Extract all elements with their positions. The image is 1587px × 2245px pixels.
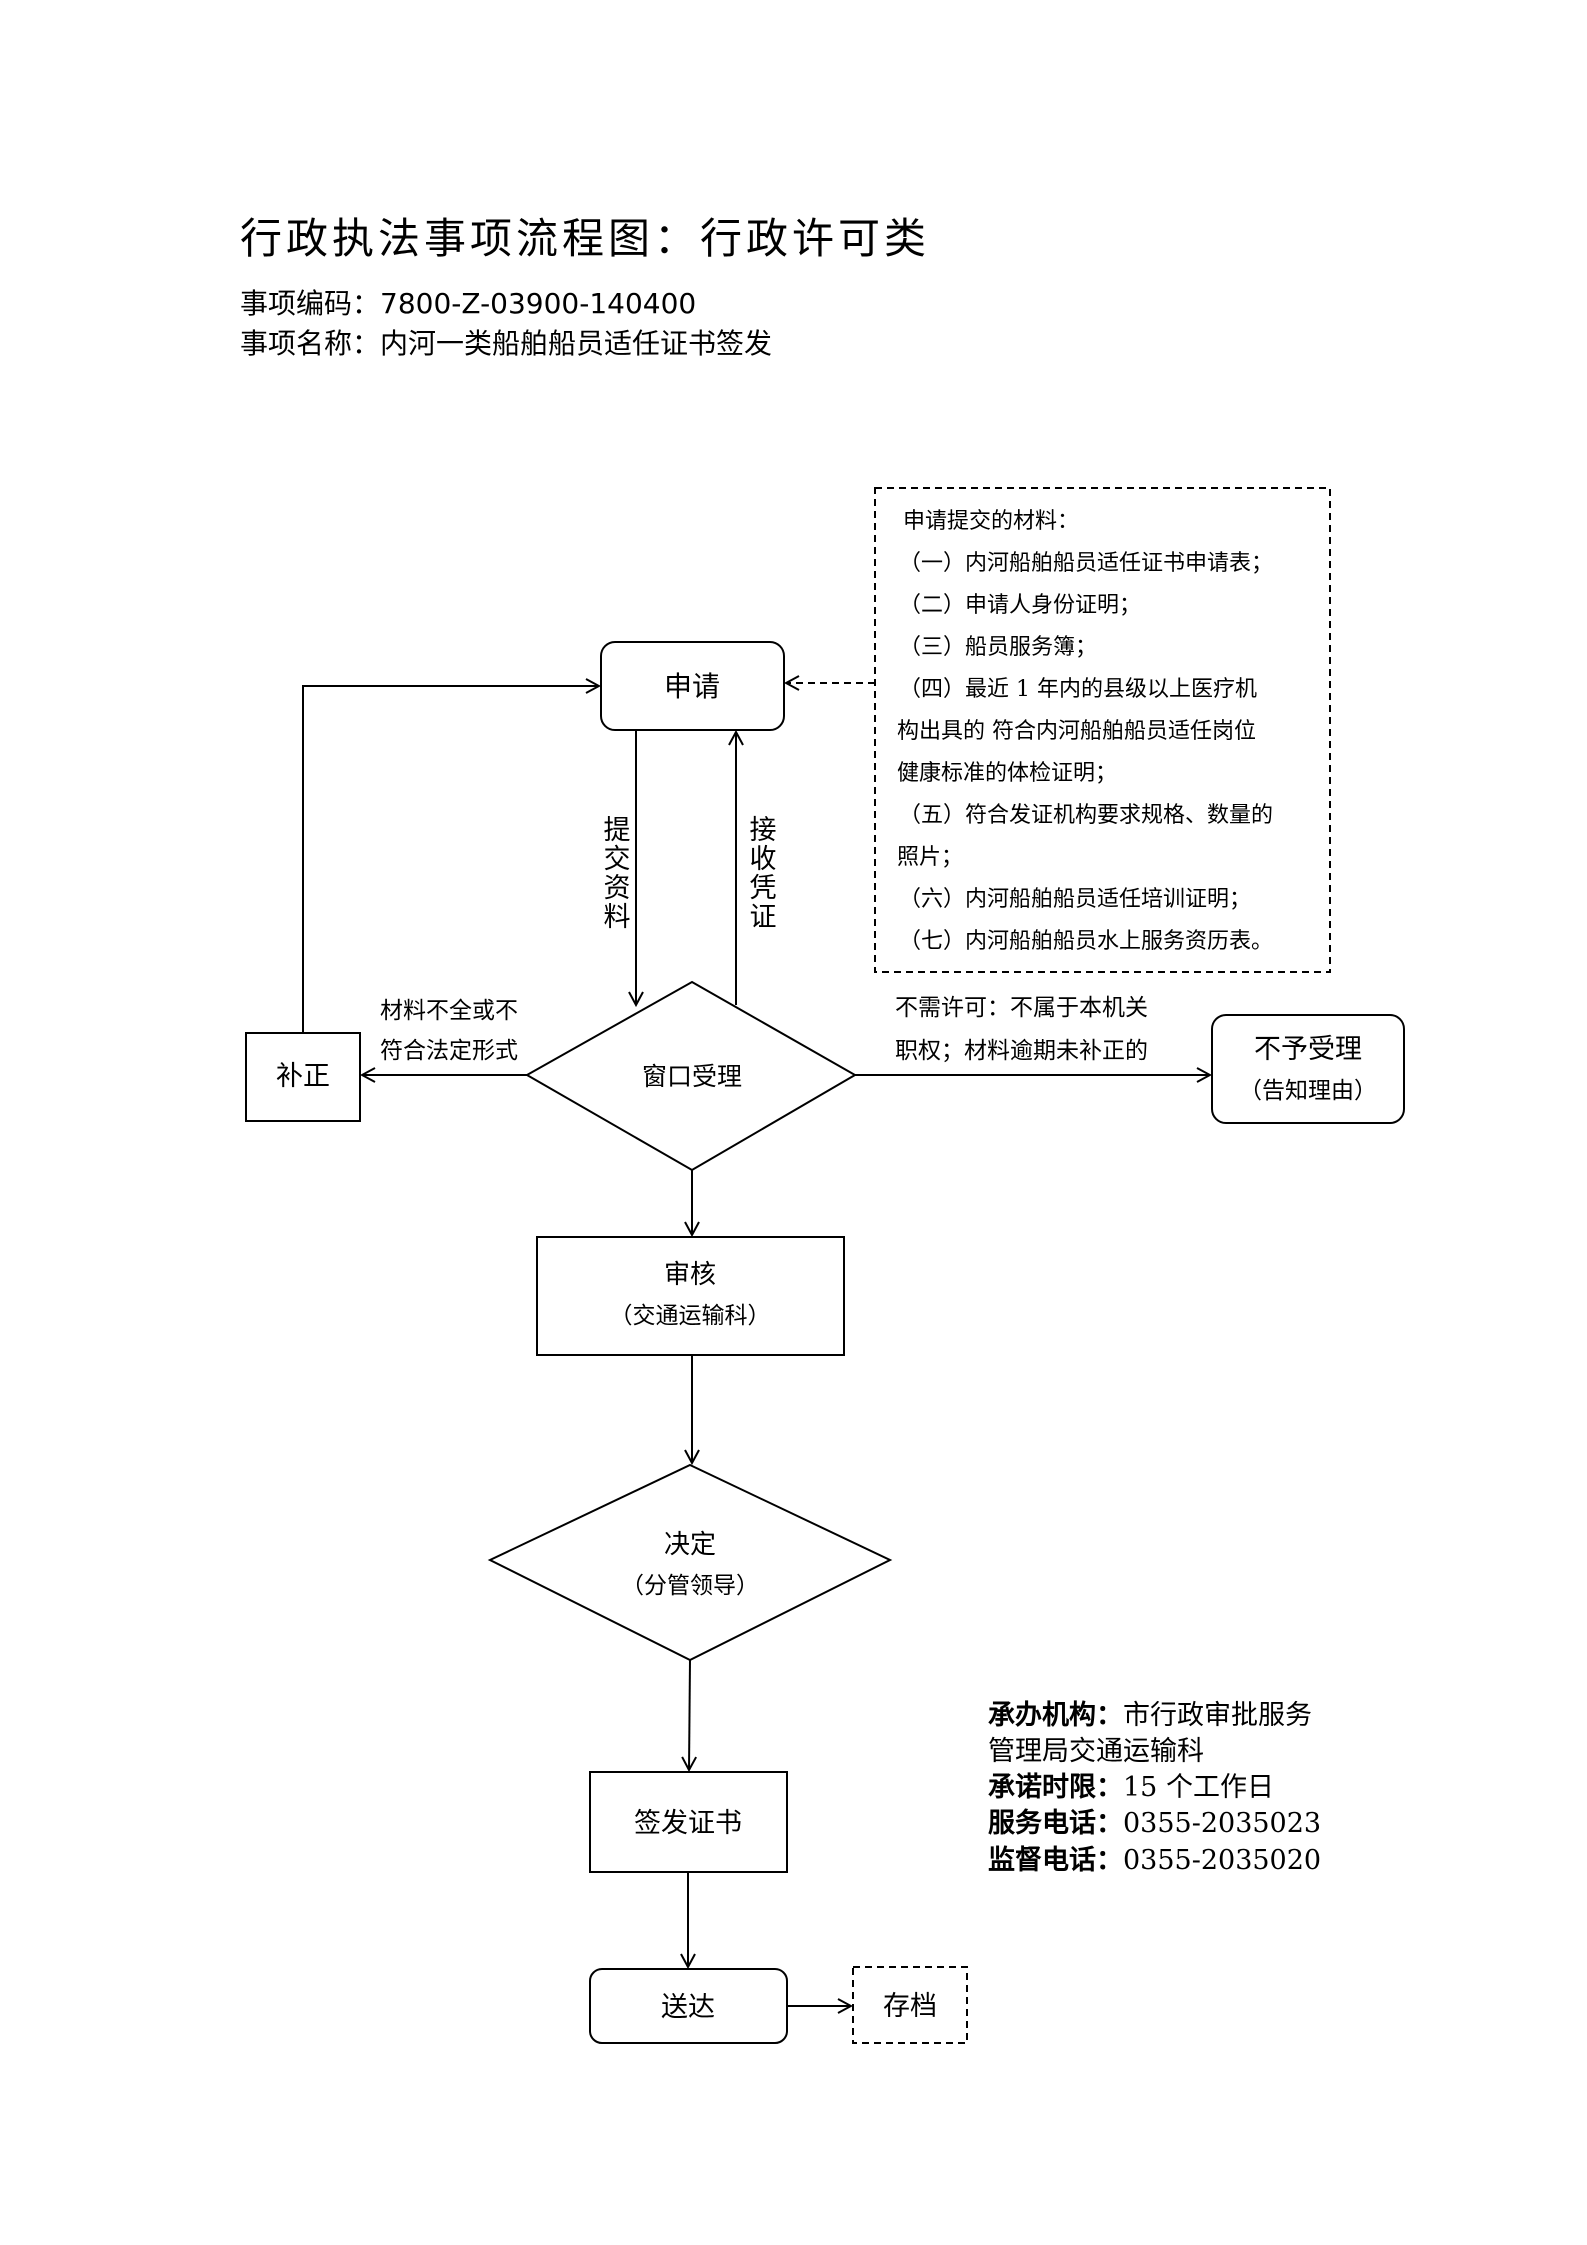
reject-label-1: 不需许可：不属于本机关 — [895, 995, 1148, 1021]
decision-label: 决定 — [664, 1530, 716, 1560]
materials-line-7: （五）符合发证机构要求规格、数量的 — [899, 803, 1273, 828]
not-accepted-label: 不予受理 — [1254, 1034, 1362, 1065]
materials-line-4: （四）最近 1 年内的县级以上医疗机 — [899, 677, 1257, 702]
info-service-value: 0355-2035023 — [1123, 1808, 1322, 1839]
info-service: 服务电话：0355-2035023 — [988, 1801, 1321, 1840]
issue-node — [589, 1771, 788, 1873]
apply-label: 申请 — [664, 670, 720, 703]
review-node — [536, 1236, 845, 1356]
review-label: 审核 — [664, 1260, 716, 1290]
materials-line-6: 健康标准的体检证明； — [897, 761, 1117, 786]
materials-line-9: （六）内河船舶船员适任培训证明； — [899, 887, 1251, 912]
materials-line-1: （一）内河船舶船员适任证书申请表； — [899, 551, 1273, 576]
reject-label-2: 职权；材料逾期未补正的 — [895, 1038, 1148, 1064]
materials-line-3: （三）船员服务簿； — [899, 635, 1097, 660]
supplement-label: 补正 — [276, 1061, 330, 1092]
decision-by: （分管领导） — [621, 1573, 759, 1599]
info-limit-label: 承诺时限： — [988, 1772, 1123, 1803]
supplement-node — [245, 1032, 361, 1122]
review-dept: （交通运输科） — [610, 1303, 771, 1329]
item-name-value: 内河一类船舶船员适任证书签发 — [380, 327, 773, 360]
materials-line-10: （七）内河船舶船员水上服务资历表。 — [899, 929, 1273, 954]
info-org-label: 承办机构： — [988, 1700, 1123, 1731]
item-name: 事项名称：内河一类船舶船员适任证书签发 — [240, 322, 772, 362]
info-org-cont: 管理局交通运输科 — [988, 1729, 1204, 1768]
deliver-label: 送达 — [661, 1992, 715, 2023]
receipt-label: 接收凭证 — [745, 815, 777, 931]
archive-node — [852, 1966, 968, 2044]
info-limit-value: 15 个工作日 — [1123, 1772, 1274, 1803]
incomplete-label-2: 符合法定形式 — [380, 1038, 518, 1064]
info-supervise-label: 监督电话： — [988, 1845, 1123, 1876]
info-supervise: 监督电话：0355-2035020 — [988, 1838, 1321, 1877]
apply-node — [600, 641, 785, 731]
materials-heading: 申请提交的材料： — [903, 509, 1079, 534]
item-code: 事项编码：7800-Z-03900-140400 — [240, 282, 696, 322]
window-accept-label: 窗口受理 — [642, 1062, 742, 1091]
info-limit: 承诺时限：15 个工作日 — [988, 1765, 1274, 1804]
not-accepted-note: （告知理由） — [1239, 1078, 1377, 1104]
materials-line-2: （二）申请人身份证明； — [899, 593, 1141, 618]
info-org-value-1: 市行政审批服务 — [1123, 1700, 1312, 1731]
materials-box — [874, 487, 1331, 973]
info-service-label: 服务电话： — [988, 1808, 1123, 1839]
issue-label: 签发证书 — [634, 1808, 742, 1839]
item-name-label: 事项名称： — [240, 327, 381, 360]
info-supervise-value: 0355-2035020 — [1123, 1845, 1322, 1876]
archive-label: 存档 — [883, 1991, 937, 2022]
resubmit-arrow — [302, 686, 599, 1033]
submit-label: 提交资料 — [599, 815, 631, 931]
item-code-label: 事项编码： — [240, 287, 381, 320]
item-code-value: 7800-Z-03900-140400 — [380, 287, 697, 320]
materials-line-5: 构出具的 符合内河船舶船员适任岗位 — [897, 719, 1256, 744]
incomplete-label-1: 材料不全或不 — [380, 998, 518, 1024]
info-org: 承办机构：市行政审批服务 — [988, 1693, 1312, 1732]
to-issue-arrow — [689, 1659, 690, 1770]
materials-line-8: 照片； — [897, 845, 963, 870]
page-title: 行政执法事项流程图：行政许可类 — [240, 214, 931, 263]
decision-node — [487, 1463, 893, 1662]
info-org-value-2: 管理局交通运输科 — [988, 1736, 1204, 1767]
not-accepted-node — [1211, 1014, 1405, 1124]
